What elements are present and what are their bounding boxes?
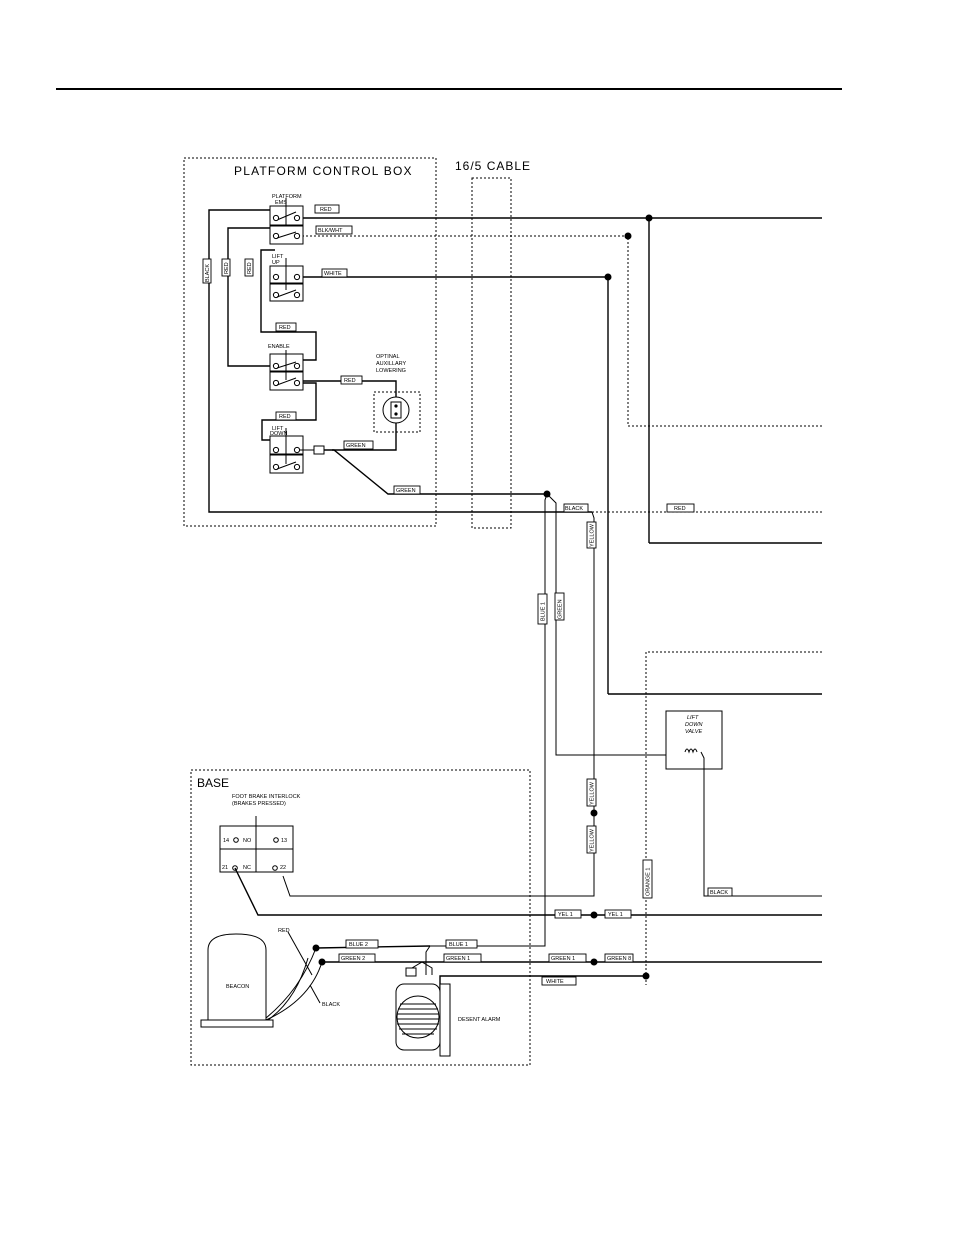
platform-ems-label: PLATFORM [272,194,302,200]
foot-brake-label: FOOT BRAKE INTERLOCK [232,794,301,800]
enable-label: ENABLE [268,344,290,350]
valve-coil-icon [684,748,698,754]
wire-label-blue2: BLUE 2 [349,942,368,948]
beacon-black-lead [265,961,323,1021]
platform-ems-label-2: EMS [275,200,287,206]
descent-alarm-label: DESENT ALARM [458,1017,501,1023]
beacon-base [200,1019,274,1028]
junction-dot [590,911,598,919]
foot-brake-note: (BRAKES PRESSED) [232,801,286,807]
lift-down-label: LIFT [272,426,284,432]
wire-label-yellow: YELLOW [590,828,596,852]
lift-down-valve [665,710,723,770]
wire-label-black: BLACK [565,506,583,512]
wire-label-white: WHITE [324,271,342,277]
lift-up-label: LIFT [272,254,284,260]
terminal-13: 13 [281,838,287,844]
wire-label-green1: GREEN 1 [551,956,575,962]
blue1-vertical-wire [430,493,548,947]
lift-down-valve-label-1: LIFT [687,715,699,721]
wire-label-green: GREEN [346,443,366,449]
wire-label-blk-wht: BLK/WHT [318,228,343,234]
wire-label-red: RED [320,207,332,213]
aux-lowering-outline [373,391,421,433]
descent-alarm [395,967,451,1057]
lift-up-switch [269,258,304,302]
yel1-wire [234,867,822,916]
wire-label-green: GREEN [558,599,564,619]
right-enclosure-outline [645,651,822,985]
aux-lowering-label-1: OPTINAL [376,354,400,360]
terminal-no: NO [243,838,252,844]
wire-label-yellow: YELLOW [590,523,596,547]
junction-dot [645,214,653,222]
enable-switch [269,350,304,391]
cable-outline [471,177,512,529]
black-loop-wire [208,209,592,513]
lift-down-valve-label-3: VALVE [685,729,702,735]
green-wire [324,449,547,495]
beacon [207,933,267,1021]
wire-label-red: RED [344,378,356,384]
wire-label-orange1: ORANGE 1 [646,868,652,896]
junction-dot [318,958,326,966]
platform-control-box-outline [183,157,437,527]
wire-label-red: RED [279,325,291,331]
junction-dot [590,958,598,966]
wire-label-green: GREEN [396,488,416,494]
lift-down-label-2: DOWN [270,431,287,437]
yellow-vertical-wire [282,511,595,897]
wire-label-red: RED [247,262,253,274]
wire-label-black: BLACK [205,264,211,282]
lift-down-valve-label-2: DOWN [685,722,702,728]
junction-dot [604,273,612,281]
platform-ems-switch [269,198,304,245]
junction-dot [590,809,598,817]
wire-label-red: RED [674,506,686,512]
terminal-21: 21 [222,865,228,871]
red-loop-wire-2 [260,249,317,361]
wire-label-blue1: BLUE 1 [541,602,547,621]
platform-control-box-title: PLATFORM CONTROL BOX [234,164,413,178]
junction-dot [624,232,632,240]
lift-up-label-2: UP [272,260,280,266]
wire-label-blue1: BLUE 1 [449,942,468,948]
wire-label-yel1: YEL 1 [608,912,623,918]
wire-label-red: RED [224,262,230,274]
blue1-alarm-wire [425,945,431,975]
cable-title: 16/5 CABLE [455,159,531,173]
terminal-22: 22 [280,865,286,871]
base-outline [190,769,531,1066]
wire-label-red: RED [279,414,291,420]
blk-wht-dashed-run [298,235,822,427]
beacon-red-label: RED [278,928,290,934]
junction-dot [642,972,650,980]
valve-black-wire [700,751,822,897]
wire-label-white: WHITE [546,979,564,985]
lift-down-switch [269,428,325,474]
wire-label-yel1: YEL 1 [558,912,573,918]
beacon-red-lead [265,947,317,1019]
wire-label-green2: GREEN 2 [341,956,365,962]
wire-label-yellow: YELLOW [590,781,596,805]
wire-label-green8: GREEN 8 [607,956,631,962]
beacon-black-label: BLACK [322,1002,340,1008]
beacon-label: BEACON [226,984,249,990]
base-title: BASE [197,776,229,790]
green-vertical-wire [546,493,685,756]
red-loop-wire-1 [227,227,270,367]
junction-dot [312,944,320,952]
aux-green-wire [332,418,397,451]
aux-lowering-label-3: LOWERING [376,368,406,374]
aux-red-wire [300,380,397,400]
aux-lowering-label-2: AUXILLARY [376,361,406,367]
terminal-14: 14 [223,838,229,844]
wire-label-black: BLACK [710,890,728,896]
wire-label-green1: GREEN 1 [446,956,470,962]
terminal-nc: NC [243,865,251,871]
